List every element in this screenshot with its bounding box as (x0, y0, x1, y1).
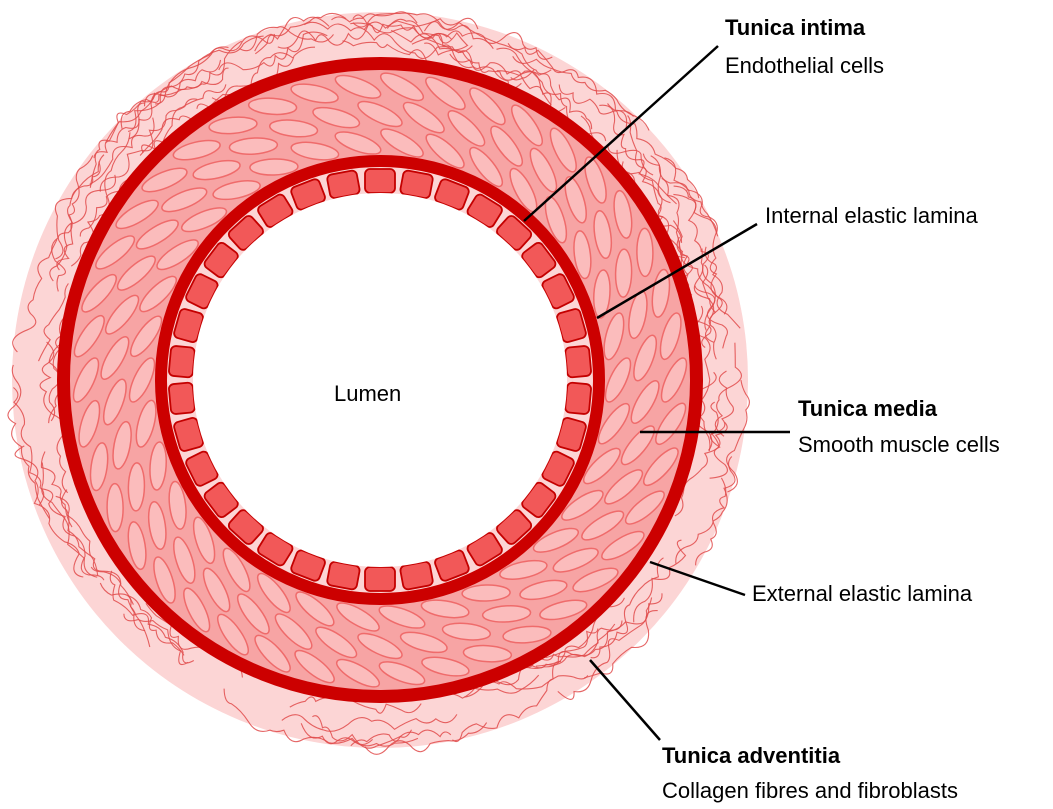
endothelial-cell (400, 561, 434, 590)
endothelial-cell (365, 169, 395, 193)
tunica-adventitia-title: Tunica adventitia (662, 741, 840, 771)
smooth-muscle-cell (107, 484, 124, 532)
endothelial-cell (169, 346, 196, 378)
leader-line-adventitia (590, 660, 660, 740)
lumen-label: Lumen (334, 379, 401, 409)
internal-elastic-lamina-label: Internal elastic lamina (765, 201, 978, 231)
tunica-media-title: Tunica media (798, 394, 937, 424)
endothelial-cell (326, 170, 360, 199)
external-elastic-lamina-label: External elastic lamina (752, 579, 972, 609)
endothelial-cell (169, 382, 196, 414)
smooth-muscle-cell (637, 228, 654, 276)
tunica-intima-subtitle: Endothelial cells (725, 51, 884, 81)
smooth-muscle-cell (615, 249, 632, 297)
tunica-intima-title: Tunica intima (725, 13, 865, 43)
endothelial-cell (565, 346, 592, 378)
tunica-adventitia-subtitle: Collagen fibres and fibroblasts (662, 776, 958, 806)
smooth-muscle-cell (462, 584, 510, 601)
endothelial-cell (565, 382, 592, 414)
smooth-muscle-cell (128, 463, 145, 511)
smooth-muscle-cell (250, 158, 298, 175)
endothelial-cell (365, 567, 395, 591)
tunica-media-subtitle: Smooth muscle cells (798, 430, 1000, 460)
endothelial-cell (400, 170, 434, 199)
endothelial-cell (326, 561, 360, 590)
